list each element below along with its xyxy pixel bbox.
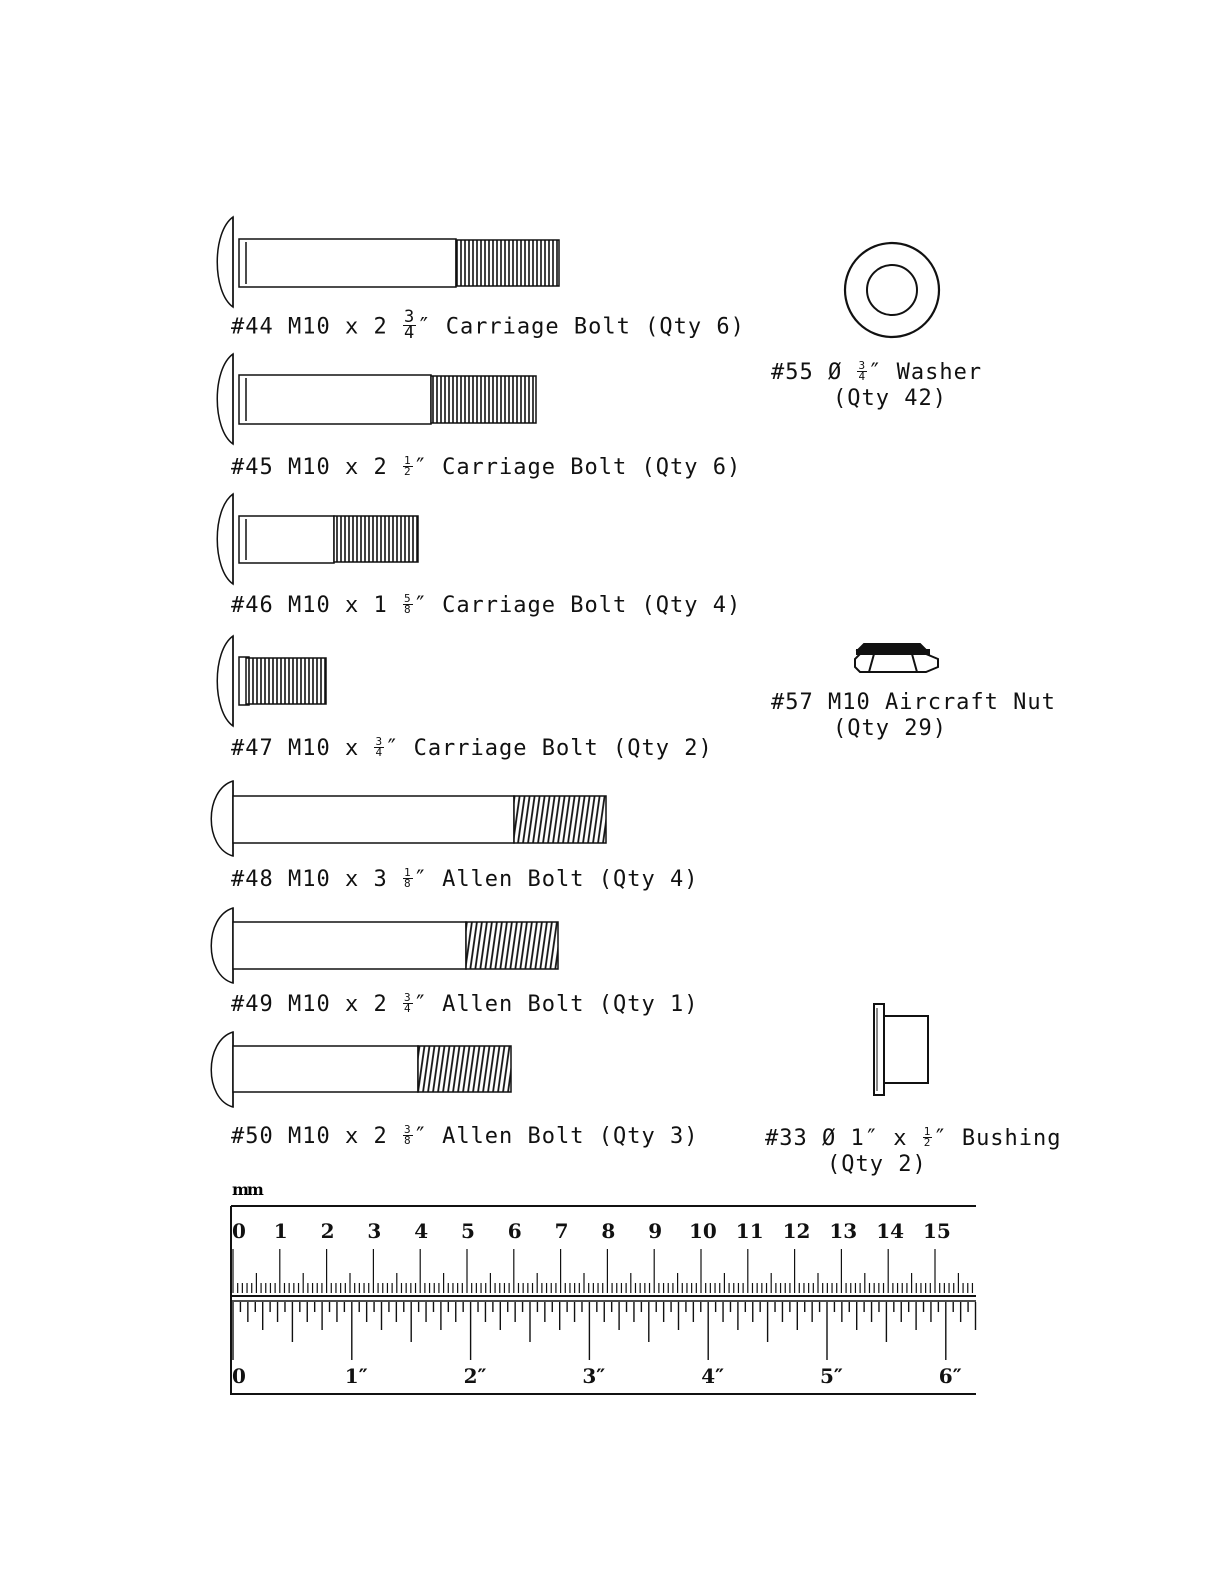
part-label-50-prefix: #50 M10 x 2 xyxy=(231,1124,402,1149)
fraction-denominator: 4 xyxy=(858,369,867,383)
part-label-47-prefix: #47 M10 x xyxy=(231,736,374,761)
part-label-33-suffix: ″ Bushing xyxy=(933,1126,1062,1151)
bolt-50-drawing xyxy=(210,1030,512,1108)
cm-label: 3 xyxy=(367,1219,382,1243)
cm-label: 6 xyxy=(507,1219,522,1243)
ruler-graphic xyxy=(230,1205,977,1395)
bolt-46-drawing xyxy=(216,492,419,586)
part-label-45-suffix: ″ Carriage Bolt (Qty 6) xyxy=(413,455,742,480)
part-label-55-suffix: ″ Washer xyxy=(868,360,983,385)
part-qty-33: (Qty 2) xyxy=(827,1152,927,1177)
fraction-denominator: 4 xyxy=(403,323,416,343)
part-qty-57: (Qty 29) xyxy=(833,716,947,741)
fraction-numerator: 1 xyxy=(402,865,413,879)
part-label-49-suffix: ″ Allen Bolt (Qty 1) xyxy=(413,992,699,1017)
inch-label: 0 xyxy=(232,1364,246,1388)
cm-label: 12 xyxy=(782,1219,811,1243)
cm-label: 2 xyxy=(320,1219,335,1243)
cm-label: 13 xyxy=(829,1219,858,1243)
cm-label: 14 xyxy=(876,1219,905,1243)
nut-57-drawing xyxy=(854,643,939,673)
part-label-49-prefix: #49 M10 x 2 xyxy=(231,992,402,1017)
part-label-33-prefix: #33 Ø 1″ x xyxy=(765,1126,922,1151)
inch-label: 1″ xyxy=(344,1364,368,1388)
fraction-denominator: 2 xyxy=(923,1135,932,1149)
fraction-numerator: 5 xyxy=(402,591,413,605)
part-label-48-suffix: ″ Allen Bolt (Qty 4) xyxy=(413,867,699,892)
inch-label: 5″ xyxy=(820,1364,843,1388)
fraction-denominator: 4 xyxy=(403,1001,412,1015)
cm-label: 11 xyxy=(735,1219,764,1243)
cm-label: 7 xyxy=(554,1219,569,1243)
part-qty-55: (Qty 42) xyxy=(833,386,947,411)
fraction-numerator: 3 xyxy=(402,307,417,327)
cm-label: 8 xyxy=(601,1219,616,1243)
cm-label: 15 xyxy=(923,1219,951,1243)
bushing-33-drawing xyxy=(873,1003,929,1096)
bolt-47-drawing xyxy=(216,634,327,728)
part-label-44-suffix: ″ Carriage Bolt (Qty 6) xyxy=(417,314,745,340)
part-label-45-prefix: #45 M10 x 2 xyxy=(231,455,402,480)
cm-label: 10 xyxy=(689,1219,717,1243)
cm-label: 1 xyxy=(273,1219,288,1243)
cm-label: 9 xyxy=(648,1219,663,1243)
part-label-48-prefix: #48 M10 x 3 xyxy=(231,867,402,892)
fraction-numerator: 3 xyxy=(402,1122,413,1136)
fraction-numerator: 1 xyxy=(922,1124,933,1138)
fraction-denominator: 2 xyxy=(403,464,412,478)
cm-label: 5 xyxy=(461,1219,475,1243)
part-label-55-prefix: #55 Ø xyxy=(771,360,857,385)
fraction-denominator: 8 xyxy=(403,1133,412,1147)
inch-label: 4″ xyxy=(701,1364,725,1388)
inch-label: 6″ xyxy=(938,1364,962,1388)
part-label-46-suffix: ″ Carriage Bolt (Qty 4) xyxy=(413,593,742,618)
part-label-50-suffix: ″ Allen Bolt (Qty 3) xyxy=(413,1124,699,1149)
part-label-44-prefix: #44 M10 x 2 xyxy=(231,314,402,340)
cm-label: 0 xyxy=(232,1219,246,1243)
bolt-44-drawing xyxy=(216,215,560,309)
bolt-48-drawing xyxy=(210,779,607,857)
fraction-numerator: 3 xyxy=(402,990,413,1004)
fraction-numerator: 1 xyxy=(402,453,413,467)
inch-label: 2″ xyxy=(463,1364,487,1388)
bolt-45-drawing xyxy=(216,352,537,446)
part-label-57: #57 M10 Aircraft Nut xyxy=(771,690,1056,715)
fraction-numerator: 3 xyxy=(374,734,385,748)
cm-label: 4 xyxy=(414,1219,429,1243)
ruler-mm-label: mm xyxy=(232,1180,264,1199)
part-label-47-suffix: ″ Carriage Bolt (Qty 2) xyxy=(385,736,713,761)
part-label-46-prefix: #46 M10 x 1 xyxy=(231,593,402,618)
washer-55-drawing xyxy=(843,241,941,339)
bolt-49-drawing xyxy=(210,906,559,984)
fraction-numerator: 3 xyxy=(857,358,868,372)
inch-label: 3″ xyxy=(582,1364,606,1388)
fraction-denominator: 4 xyxy=(375,745,384,759)
fraction-denominator: 8 xyxy=(403,876,412,890)
fraction-denominator: 8 xyxy=(403,602,412,616)
